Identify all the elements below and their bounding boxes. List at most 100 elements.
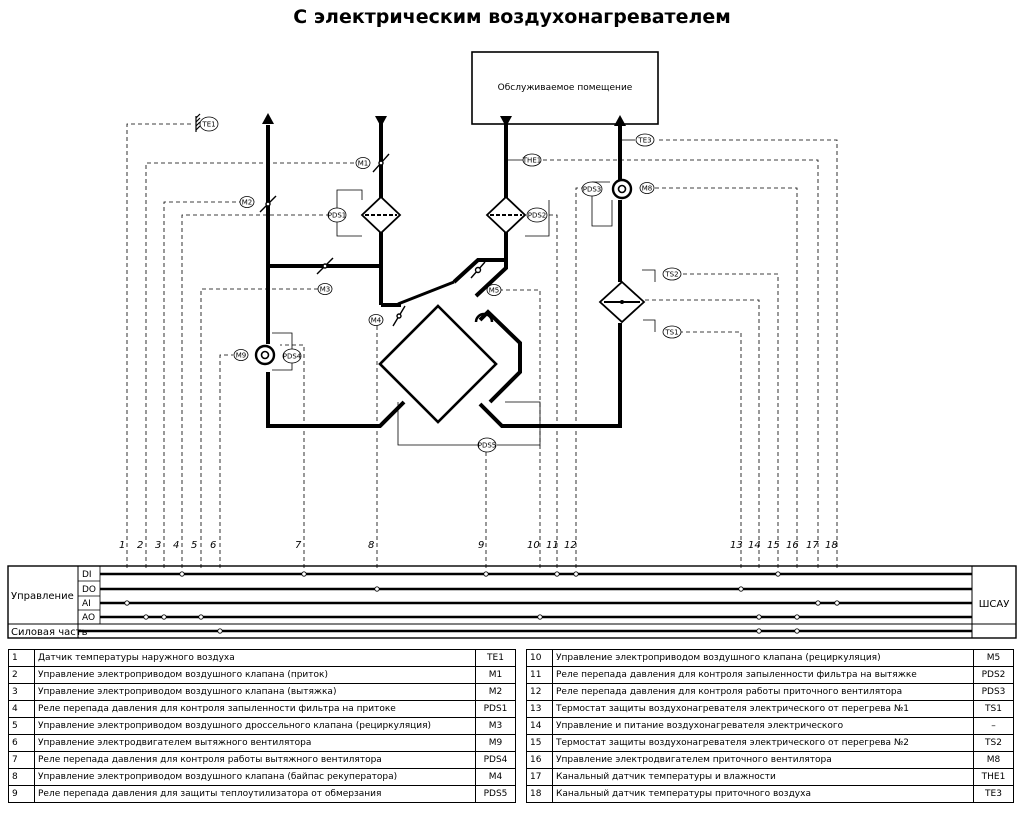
legend-number: 7	[8, 751, 35, 769]
m5-label: M5	[489, 287, 500, 295]
legend-description: Управление электроприводом воздушного др…	[34, 717, 476, 735]
wire-number: 4	[173, 540, 179, 551]
control-bus-block: DI DO AI AO Управление Силовая часть ШСА…	[7, 565, 1017, 639]
m9-label: M9	[236, 352, 247, 360]
legend-number: 16	[526, 751, 553, 769]
legend-number: 9	[8, 785, 35, 803]
wire-number: 15	[767, 540, 780, 551]
ts1-bubble	[662, 325, 682, 339]
instrument-lines	[272, 139, 656, 446]
m4-bubble	[368, 314, 384, 326]
wire-number: 7	[295, 540, 302, 551]
electric-heater-icon	[598, 280, 646, 324]
wire-number: 8	[368, 540, 374, 551]
diagram-title: С электрическим воздухонагревателем	[293, 6, 731, 28]
legend-number: 4	[8, 700, 35, 718]
legend-number: 13	[526, 700, 553, 718]
wire-number: 11	[546, 540, 559, 551]
legend-code: PDS5	[475, 785, 516, 803]
legend-number: 17	[526, 768, 553, 786]
pds2-bubble	[526, 207, 548, 223]
legend-number: 11	[526, 666, 553, 684]
bus-label-ao: AO	[82, 613, 95, 623]
legend-description: Управление электродвигателем приточного …	[552, 751, 974, 769]
wire-number: 10	[527, 540, 540, 551]
m2-bubble	[239, 196, 255, 208]
legend-number: 10	[526, 649, 553, 667]
legend-code: M4	[475, 768, 516, 786]
legend-number: 15	[526, 734, 553, 752]
legend-code: TS1	[973, 700, 1014, 718]
wire-number: 13	[730, 540, 743, 551]
m3-bubble	[317, 283, 333, 295]
te1-mount-icon	[195, 113, 201, 132]
legend-description: Управление и питание воздухонагревателя …	[552, 717, 974, 735]
legend-code: PDS2	[973, 666, 1014, 684]
legend-description: Управление электроприводом воздушного кл…	[34, 768, 476, 786]
wire-number: 14	[748, 540, 761, 551]
te3-bubble	[635, 133, 655, 147]
the1-label: THE1	[522, 157, 541, 165]
ventilation-schematic: Обслуживаемое помещение	[7, 51, 1017, 639]
legend-description: Реле перепада давления для контроля рабо…	[34, 751, 476, 769]
legend-description: Канальный датчик температуры и влажности	[552, 768, 974, 786]
te1-label: TE1	[201, 121, 215, 129]
legend-code: PDS1	[475, 700, 516, 718]
wire-number: 5	[191, 540, 197, 551]
legend-description: Реле перепада давления для контроля рабо…	[552, 683, 974, 701]
wire-number: 2	[137, 540, 143, 551]
wire-number: 18	[825, 540, 838, 551]
legend-code: THE1	[973, 768, 1014, 786]
exhaust-filter-icon	[485, 195, 527, 235]
legend-number: 6	[8, 734, 35, 752]
intake-arrow-icon	[375, 116, 387, 127]
pds4-label: PDS4	[283, 353, 302, 361]
recuperator-diamond	[378, 304, 498, 424]
legend-description: Канальный датчик температуры приточного …	[552, 785, 974, 803]
legend-description: Управление электроприводом воздушного кл…	[552, 649, 974, 667]
te3-label: TE3	[637, 137, 651, 145]
legend-number: 5	[8, 717, 35, 735]
legend-description: Управление электроприводом воздушного кл…	[34, 683, 476, 701]
legend-number: 14	[526, 717, 553, 735]
legend-code: PDS3	[973, 683, 1014, 701]
damper-icons	[259, 153, 486, 327]
ts2-label: TS2	[664, 271, 678, 279]
wire-number: 16	[786, 540, 799, 551]
legend-number: 12	[526, 683, 553, 701]
legend-code: M2	[475, 683, 516, 701]
legend-code: M9	[475, 734, 516, 752]
legend-code: TE1	[475, 649, 516, 667]
control-section-label: Управление	[11, 591, 74, 602]
room-supply-arrow-icon	[614, 115, 626, 126]
supply-filter-icon	[360, 195, 402, 235]
legend-code: TS2	[973, 734, 1014, 752]
m1-bubble	[355, 157, 371, 169]
the1-bubble	[522, 153, 542, 167]
pds2-label: PDS2	[528, 212, 547, 220]
legend-number: 2	[8, 666, 35, 684]
pds4-bubble	[282, 348, 302, 364]
legend-description: Термостат защиты воздухонагревателя элек…	[552, 700, 974, 718]
bus-label-ai: AI	[82, 599, 91, 609]
wire-number: 12	[564, 540, 577, 551]
m4-label: M4	[371, 317, 382, 325]
legend-code: M3	[475, 717, 516, 735]
legend-code: PDS4	[475, 751, 516, 769]
legend-description: Реле перепада давления для контроля запы…	[34, 700, 476, 718]
legend-description: Реле перепада давления для контроля запы…	[552, 666, 974, 684]
room-return-arrow-icon	[500, 116, 512, 127]
exhaust-arrow-icon	[262, 113, 274, 124]
legend-description: Термостат защиты воздухонагревателя элек…	[552, 734, 974, 752]
